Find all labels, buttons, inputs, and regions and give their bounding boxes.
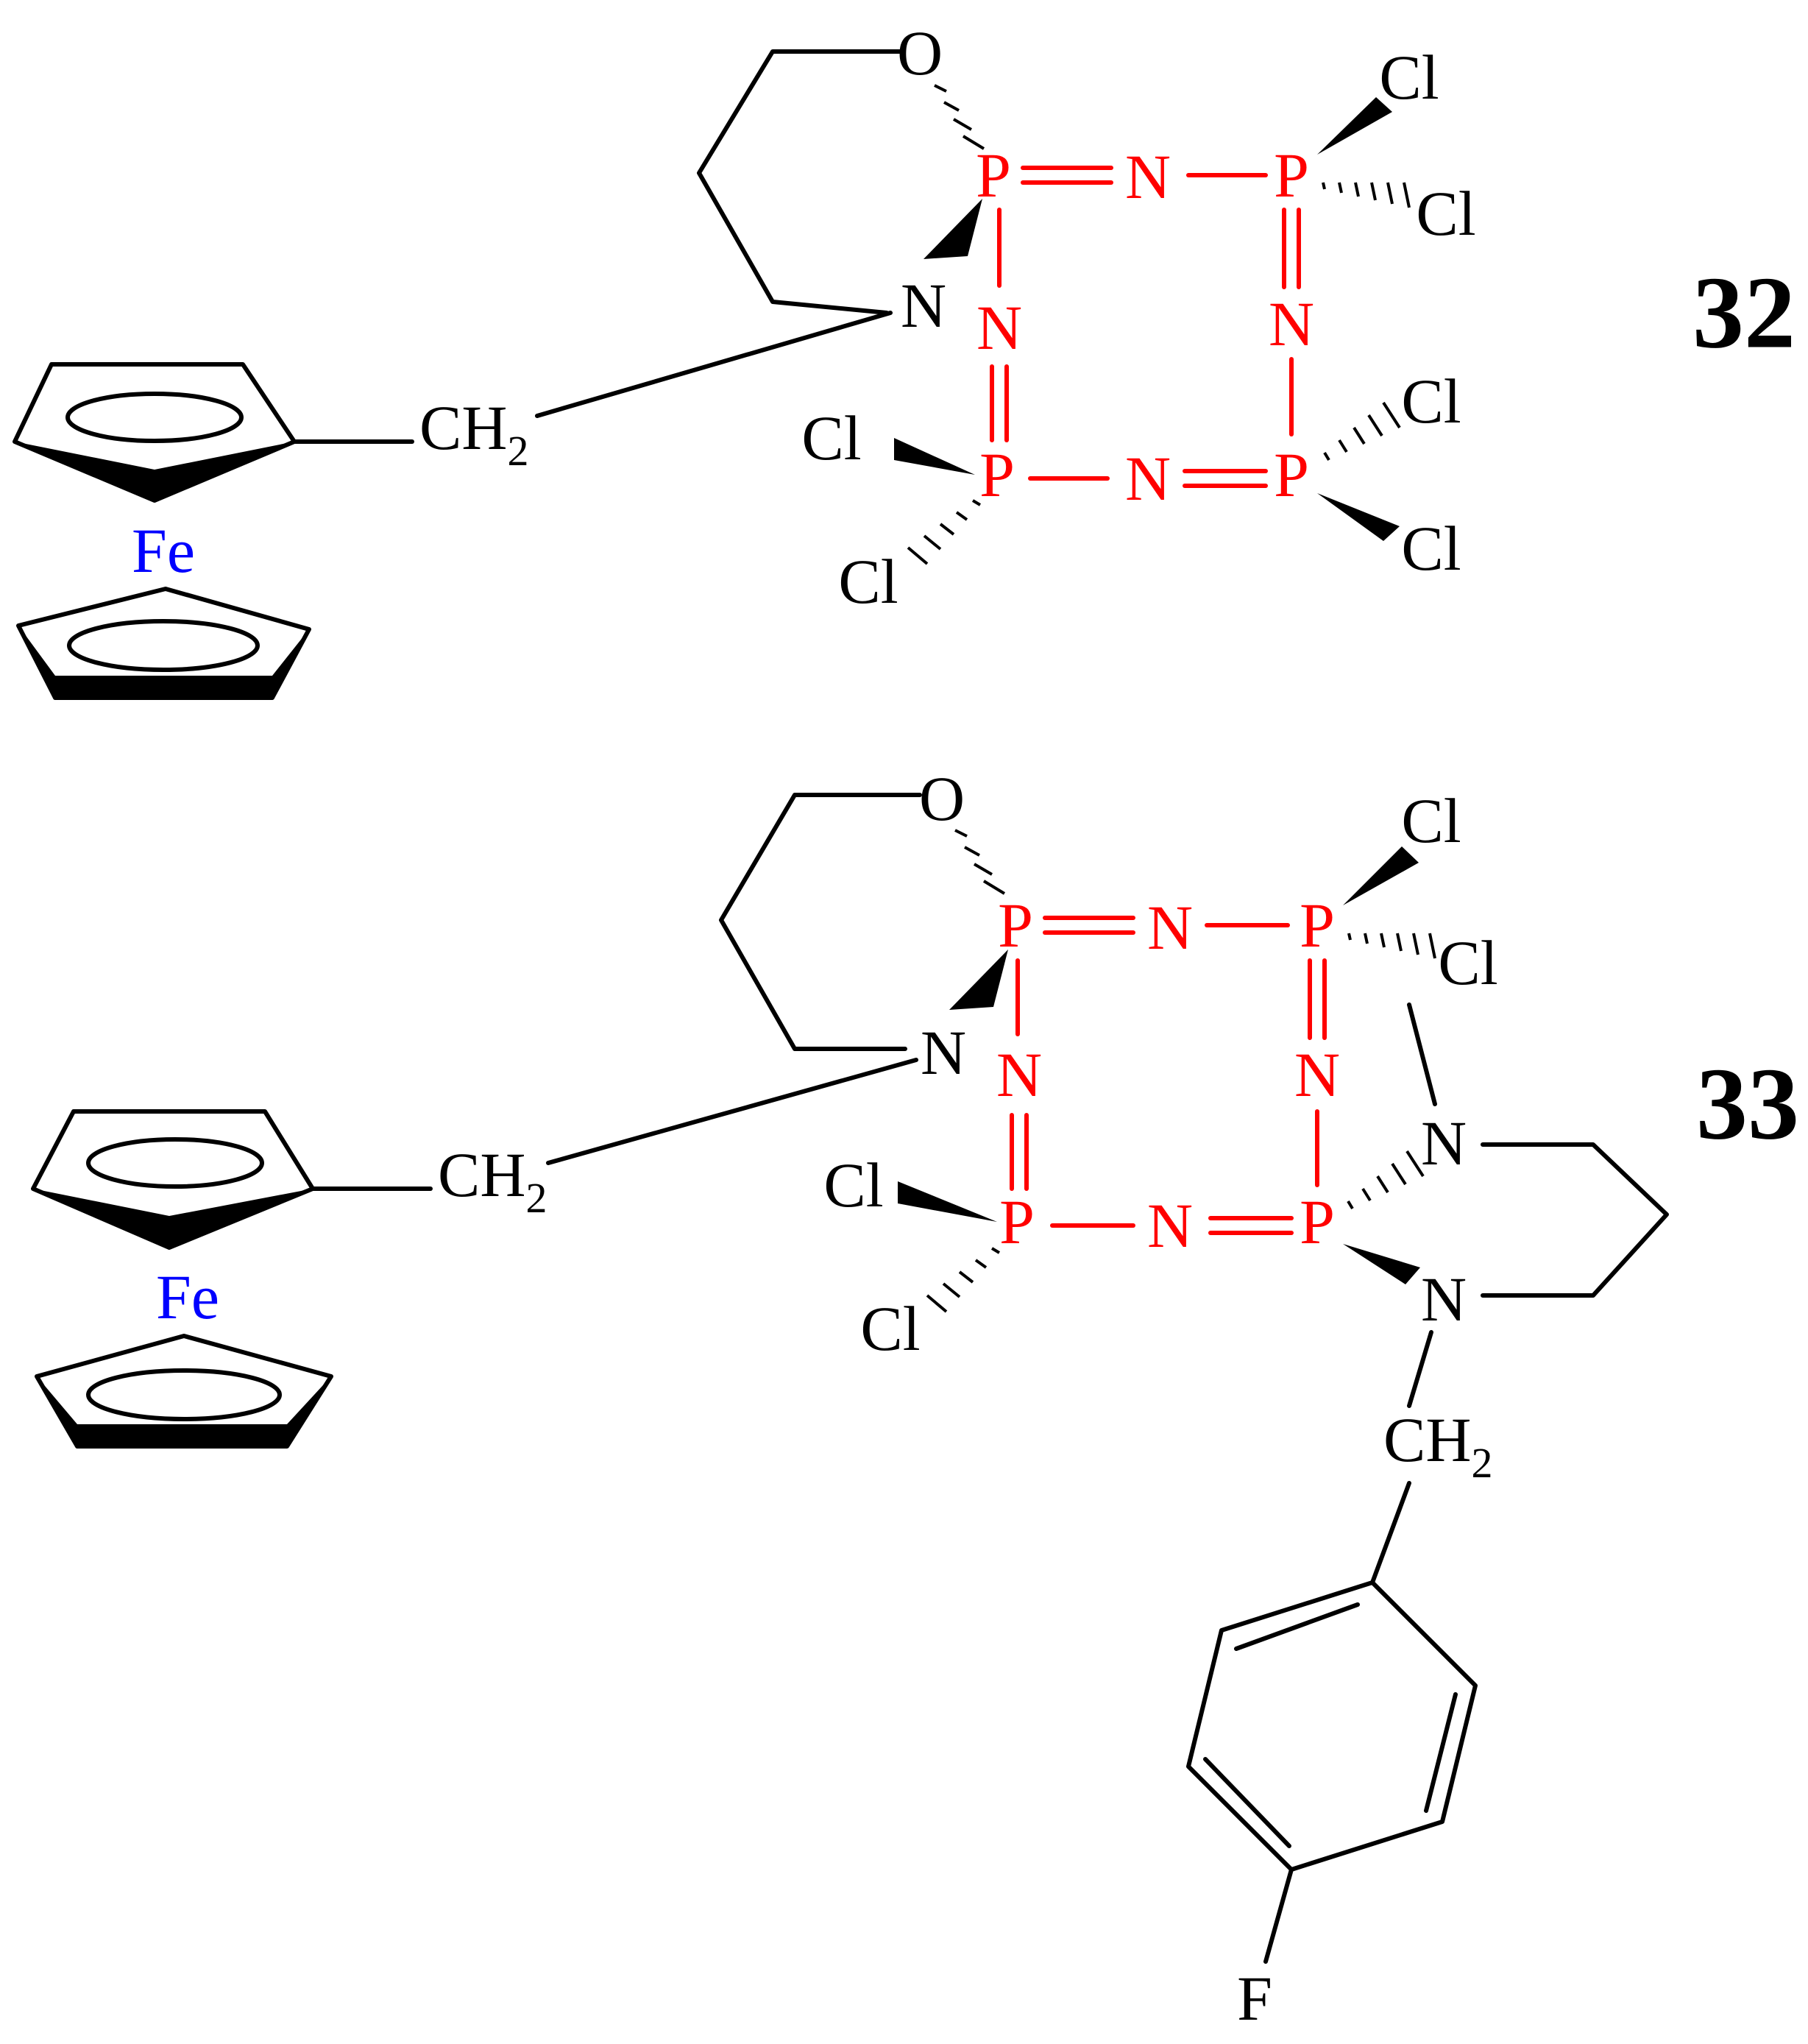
compound-label-32: 32 <box>1692 256 1795 370</box>
ferrocene-32: Fe <box>13 362 311 700</box>
compound-33: Fe CH2 O N <box>31 763 1799 2034</box>
diazaphosphinane-ring-33: N N <box>1343 1002 1669 1334</box>
wedge-bond-n-p-33 <box>949 949 1008 1010</box>
amine-n-label-32: N <box>901 270 946 341</box>
n3-label-33: N <box>1147 1190 1193 1261</box>
aromatic-double-1-33 <box>1234 1602 1360 1651</box>
cp-ring-lower-bold-edge-33 <box>37 1376 331 1446</box>
p2-label-32: P <box>1274 140 1309 211</box>
n2-label-32: N <box>1269 289 1314 359</box>
n-diamine-b-label-33: N <box>1421 1264 1467 1334</box>
p3-label-33: P <box>1300 1187 1335 1257</box>
hashed-bond-p2-cl-b-32 <box>1322 182 1411 208</box>
wedge-bond-p3-cl-b-32 <box>1317 493 1400 541</box>
iron-label-33: Fe <box>156 1262 219 1332</box>
cl-p4-b-label-33: Cl <box>860 1293 920 1364</box>
oxygen-label-33: O <box>919 763 965 834</box>
n4-label-32: N <box>976 292 1022 363</box>
p3-label-32: P <box>1274 439 1309 510</box>
hashed-bond-o-p-33 <box>954 829 1006 895</box>
benzene-hexagon-33 <box>1186 1580 1478 1872</box>
propylene-chain-32 <box>697 49 904 315</box>
compound-label-33: 33 <box>1696 1047 1799 1161</box>
p4-label-33: P <box>999 1187 1035 1257</box>
p1-label-32: P <box>976 140 1011 211</box>
compound-32: Fe CH2 O N <box>13 18 1795 700</box>
aromatic-double-2-33 <box>1424 1692 1458 1813</box>
n2-label-33: N <box>1294 1039 1340 1110</box>
oxygen-label-32: O <box>897 18 943 88</box>
propylene-chain-diamine-33 <box>1481 1142 1669 1298</box>
cl-p3-a-label-32: Cl <box>1401 366 1461 436</box>
oxazaphosphinane-ring-33: O N <box>719 763 1008 1088</box>
iron-label-32: Fe <box>132 515 195 586</box>
wedge-bond-p3-n-b-33 <box>1343 1244 1420 1284</box>
cl-p4-a-label-33: Cl <box>823 1150 883 1220</box>
cl-p4-a-label-32: Cl <box>801 403 861 473</box>
cp-aromatic-circle-lower-33 <box>86 1368 282 1421</box>
cl-p2-a-label-32: Cl <box>1379 42 1439 113</box>
cp-ring-lower-bold-edge-32 <box>18 626 309 698</box>
cl-p2-b-label-32: Cl <box>1416 178 1475 249</box>
ch2-label-32: CH2 <box>419 392 528 475</box>
p1-label-33: P <box>998 890 1033 961</box>
n4-label-33: N <box>996 1039 1042 1110</box>
cl-p2-b-label-33: Cl <box>1438 927 1497 998</box>
n-diamine-a-label-33: N <box>1421 1108 1467 1178</box>
bond-ch2-ring-33 <box>1370 1481 1411 1585</box>
ch2-label-33: CH2 <box>438 1139 547 1222</box>
wedge-bond-p2-cl-a-33 <box>1343 846 1419 905</box>
cp-ring-upper-bold-edge-33 <box>33 1189 313 1248</box>
bond-ring-f-33 <box>1263 1867 1294 1964</box>
ferrocene-33: Fe <box>31 1109 333 1449</box>
cp-ring-upper-32 <box>13 362 297 503</box>
hashed-bond-p3-n-a-33 <box>1347 1150 1425 1210</box>
phosphazene-ring-32: P N P N P N P N <box>976 140 1314 514</box>
hashed-bond-o-p-32 <box>934 84 985 150</box>
wedge-bond-n-p-32 <box>924 199 982 259</box>
hashed-bond-p4-cl-b-33 <box>926 1247 1001 1313</box>
wedge-bond-p4-cl-a-32 <box>894 438 975 475</box>
bond-ch2-n-33 <box>546 1058 918 1165</box>
aromatic-double-3-33 <box>1203 1757 1291 1848</box>
ch2-benzyl-label-33: CH2 <box>1383 1404 1492 1487</box>
fluorine-label-33: F <box>1237 1963 1272 2034</box>
oxazaphosphinane-ring-32: O N <box>697 18 985 341</box>
cl-p4-b-label-32: Cl <box>838 546 898 617</box>
propylene-chain-33 <box>719 793 922 1051</box>
hashed-bond-p3-cl-a-32 <box>1323 401 1401 462</box>
cp-ring-upper-bold-edge-32 <box>15 442 294 501</box>
cp-aromatic-circle-lower-32 <box>67 619 260 672</box>
wedge-bond-p2-cl-a-32 <box>1317 97 1392 155</box>
n1-label-33: N <box>1147 892 1193 963</box>
fluorobenzene-ring-33 <box>1186 1580 1478 1872</box>
hashed-bond-p2-cl-b-33 <box>1347 933 1436 959</box>
p4-label-32: P <box>979 439 1015 510</box>
n3-label-32: N <box>1125 443 1171 514</box>
bond-n-ch2-benzyl-33 <box>1407 1330 1433 1408</box>
bond-n-methyl-33 <box>1407 1002 1437 1106</box>
cp-aromatic-circle-upper-33 <box>86 1137 264 1189</box>
phosphazene-ring-33: P N P N P N P N <box>996 890 1340 1261</box>
cl-p2-a-label-33: Cl <box>1401 785 1461 856</box>
hashed-bond-p4-cl-b-32 <box>907 499 982 565</box>
p2-label-33: P <box>1300 890 1335 961</box>
bond-ch2-n-32 <box>535 311 893 418</box>
n1-label-32: N <box>1125 141 1171 212</box>
wedge-bond-p4-cl-a-33 <box>898 1181 997 1222</box>
amine-n-label-33: N <box>921 1017 966 1088</box>
cl-p3-b-label-32: Cl <box>1401 513 1461 584</box>
cp-aromatic-circle-upper-32 <box>65 392 244 443</box>
